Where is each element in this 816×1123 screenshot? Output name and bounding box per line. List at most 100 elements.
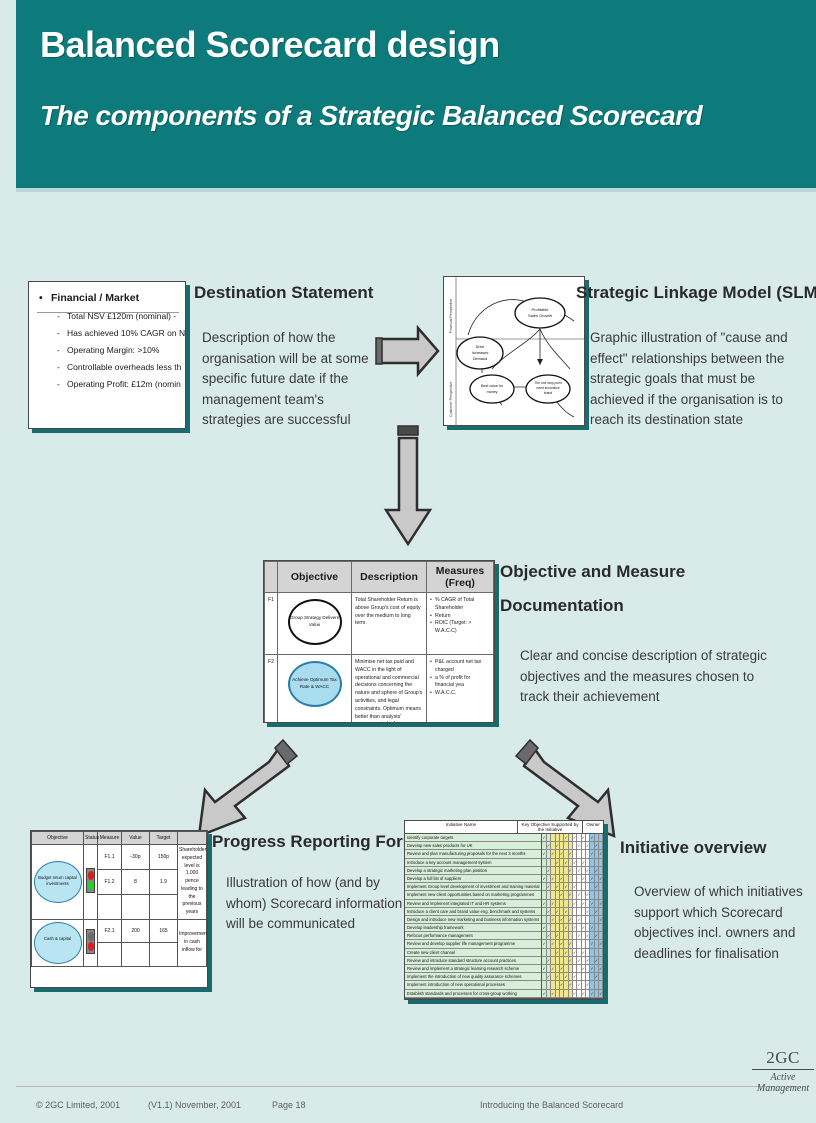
progress-report-artefact[interactable]: Objective Status Measure Value Target Bu… — [30, 830, 208, 988]
measure-item-cont: Return — [430, 613, 490, 621]
ds-sub-item: -Total NSV £120m (nominal) - — [57, 311, 177, 321]
matrix-cell — [586, 949, 590, 957]
svg-text:Customer Perspective: Customer Perspective — [449, 382, 453, 417]
matrix-cell — [599, 891, 603, 900]
brand-logo: 2GC Active Management — [752, 1048, 814, 1094]
matrix-cell: ✓ — [551, 900, 555, 908]
matrix-cell — [599, 842, 603, 851]
matrix-cell — [590, 908, 594, 916]
initiative-overview-artefact[interactable]: Initiative Name Key Objective Supported … — [404, 820, 604, 1000]
matrix-cell — [581, 883, 586, 892]
matrix-cell: ✓ — [581, 859, 586, 867]
matrix-cell — [559, 957, 564, 965]
matrix-cell — [572, 957, 577, 965]
objective-measure-heading-line2: Documentation — [500, 596, 624, 615]
matrix-cell — [551, 981, 555, 990]
matrix-column: ✓✓✓✓✓✓✓ — [546, 834, 552, 998]
initiative-row: Review and introduce standard structure … — [405, 956, 542, 965]
footer-version: (V1.1) November, 2001 — [148, 1100, 242, 1110]
matrix-cell — [599, 981, 603, 990]
objective-measure-body: Clear and concise description of strateg… — [520, 648, 767, 705]
matrix-legend-column — [559, 998, 565, 999]
matrix-cell — [586, 940, 590, 949]
measure-value: 8 — [121, 868, 150, 895]
row-objective: Group Strategy Delivers Value — [277, 592, 352, 655]
matrix-cell: ✓ — [555, 883, 559, 892]
matrix-cell: ✓ — [572, 834, 577, 843]
matrix-cell: ✓ — [542, 875, 546, 884]
matrix-legend-column — [555, 998, 560, 999]
matrix-cell: ✓ — [542, 850, 546, 859]
matrix-cell — [577, 850, 581, 859]
matrix-cell — [564, 900, 568, 908]
row-measures: P&L account net tax charged a % of profi… — [426, 654, 494, 722]
measure-id: F2.1 — [97, 918, 122, 944]
col-objective: Objective — [31, 831, 84, 845]
matrix-cell: ✓ — [555, 949, 559, 957]
matrix-cell: ✓ — [546, 932, 551, 941]
matrix-cell — [559, 990, 564, 998]
matrix-cell — [590, 932, 594, 941]
matrix-cell — [572, 867, 577, 875]
matrix-cell — [599, 834, 603, 843]
matrix-cell: ✓ — [586, 957, 590, 965]
matrix-cell: ✓ — [586, 867, 590, 875]
initiative-row: Review and implement a strategic learnin… — [405, 965, 542, 974]
table-row: Cash & capital F2.1 200 165 Improvement … — [31, 918, 207, 967]
measure-item: P&L account net tax charged — [430, 659, 490, 675]
matrix-column-groups: ✓✓✓✓✓✓✓✓✓✓✓✓✓✓✓✓✓✓✓✓✓✓✓✓✓✓✓✓✓✓✓✓✓✓✓✓✓✓✓✓… — [542, 834, 603, 998]
matrix-cell — [590, 891, 594, 900]
table-row: F1 Group Strategy Delivers Value Total S… — [264, 592, 494, 655]
col-note — [177, 831, 207, 845]
objective-oval: Budget return capital investments — [33, 860, 82, 903]
matrix-cell — [594, 981, 599, 990]
destination-statement-artefact[interactable]: •Financial / Market -Total NSV £120m (no… — [28, 281, 186, 429]
matrix-cell: ✓ — [577, 891, 581, 900]
matrix-cell — [564, 875, 568, 884]
matrix-cell — [581, 916, 586, 925]
measure-item: % CAGR of Total Shareholder — [430, 597, 490, 613]
matrix-cell: ✓ — [546, 867, 551, 875]
matrix-cell — [568, 842, 572, 851]
matrix-cell — [551, 908, 555, 916]
matrix-title-right: Key Objective Supported by the Initiativ… — [517, 821, 584, 834]
matrix-cell — [568, 859, 572, 867]
matrix-cell — [551, 834, 555, 843]
objective-measure-artefact[interactable]: Objective Description Measures (Freq) F1… — [263, 560, 495, 723]
matrix-cell — [542, 916, 546, 925]
matrix-cell: ✓ — [564, 973, 568, 982]
ds-sub-item: -Controllable overheads less th — [57, 362, 182, 372]
matrix-cell: ✓ — [599, 916, 603, 925]
matrix-cell: ✓ — [546, 973, 551, 982]
matrix-cell: ✓ — [546, 957, 551, 965]
traffic-light-icon — [86, 868, 95, 894]
matrix-owner-cell — [603, 859, 604, 867]
matrix-cell: ✓ — [542, 924, 546, 933]
matrix-cell — [568, 990, 572, 998]
matrix-cell: ✓ — [599, 940, 603, 949]
matrix-cell: ✓ — [542, 965, 546, 974]
table-header-row: Objective Status Measure Value Target — [31, 831, 207, 845]
matrix-cell: ✓ — [568, 916, 572, 925]
matrix-cell — [581, 908, 586, 916]
initiative-row: Develop leadership framework — [405, 924, 542, 933]
col-description: Description — [351, 561, 427, 593]
matrix-cell — [586, 834, 590, 843]
matrix-cell — [590, 859, 594, 867]
objective-measure-table: Objective Description Measures (Freq) F1… — [264, 561, 494, 722]
row-measures: % CAGR of Total Shareholder Return ROIC … — [426, 592, 494, 655]
strategic-linkage-model-artefact[interactable]: Financial Perspective Customer Perspecti… — [443, 276, 585, 426]
matrix-cell: ✓ — [594, 908, 599, 916]
matrix-cell: ✓ — [542, 940, 546, 949]
col-status: Status — [83, 831, 99, 845]
matrix-cell: ✓ — [572, 883, 577, 892]
matrix-cell — [542, 883, 546, 892]
measure-value: -30p — [121, 844, 150, 870]
objective-oval: Group Strategy Delivers Value — [287, 599, 342, 645]
matrix-cell — [564, 842, 568, 851]
matrix-legend-column — [536, 998, 542, 999]
matrix-cell — [577, 859, 581, 867]
matrix-cell — [564, 916, 568, 925]
objective-oval: Cash & capital — [33, 921, 82, 964]
matrix-cell: ✓ — [577, 842, 581, 851]
